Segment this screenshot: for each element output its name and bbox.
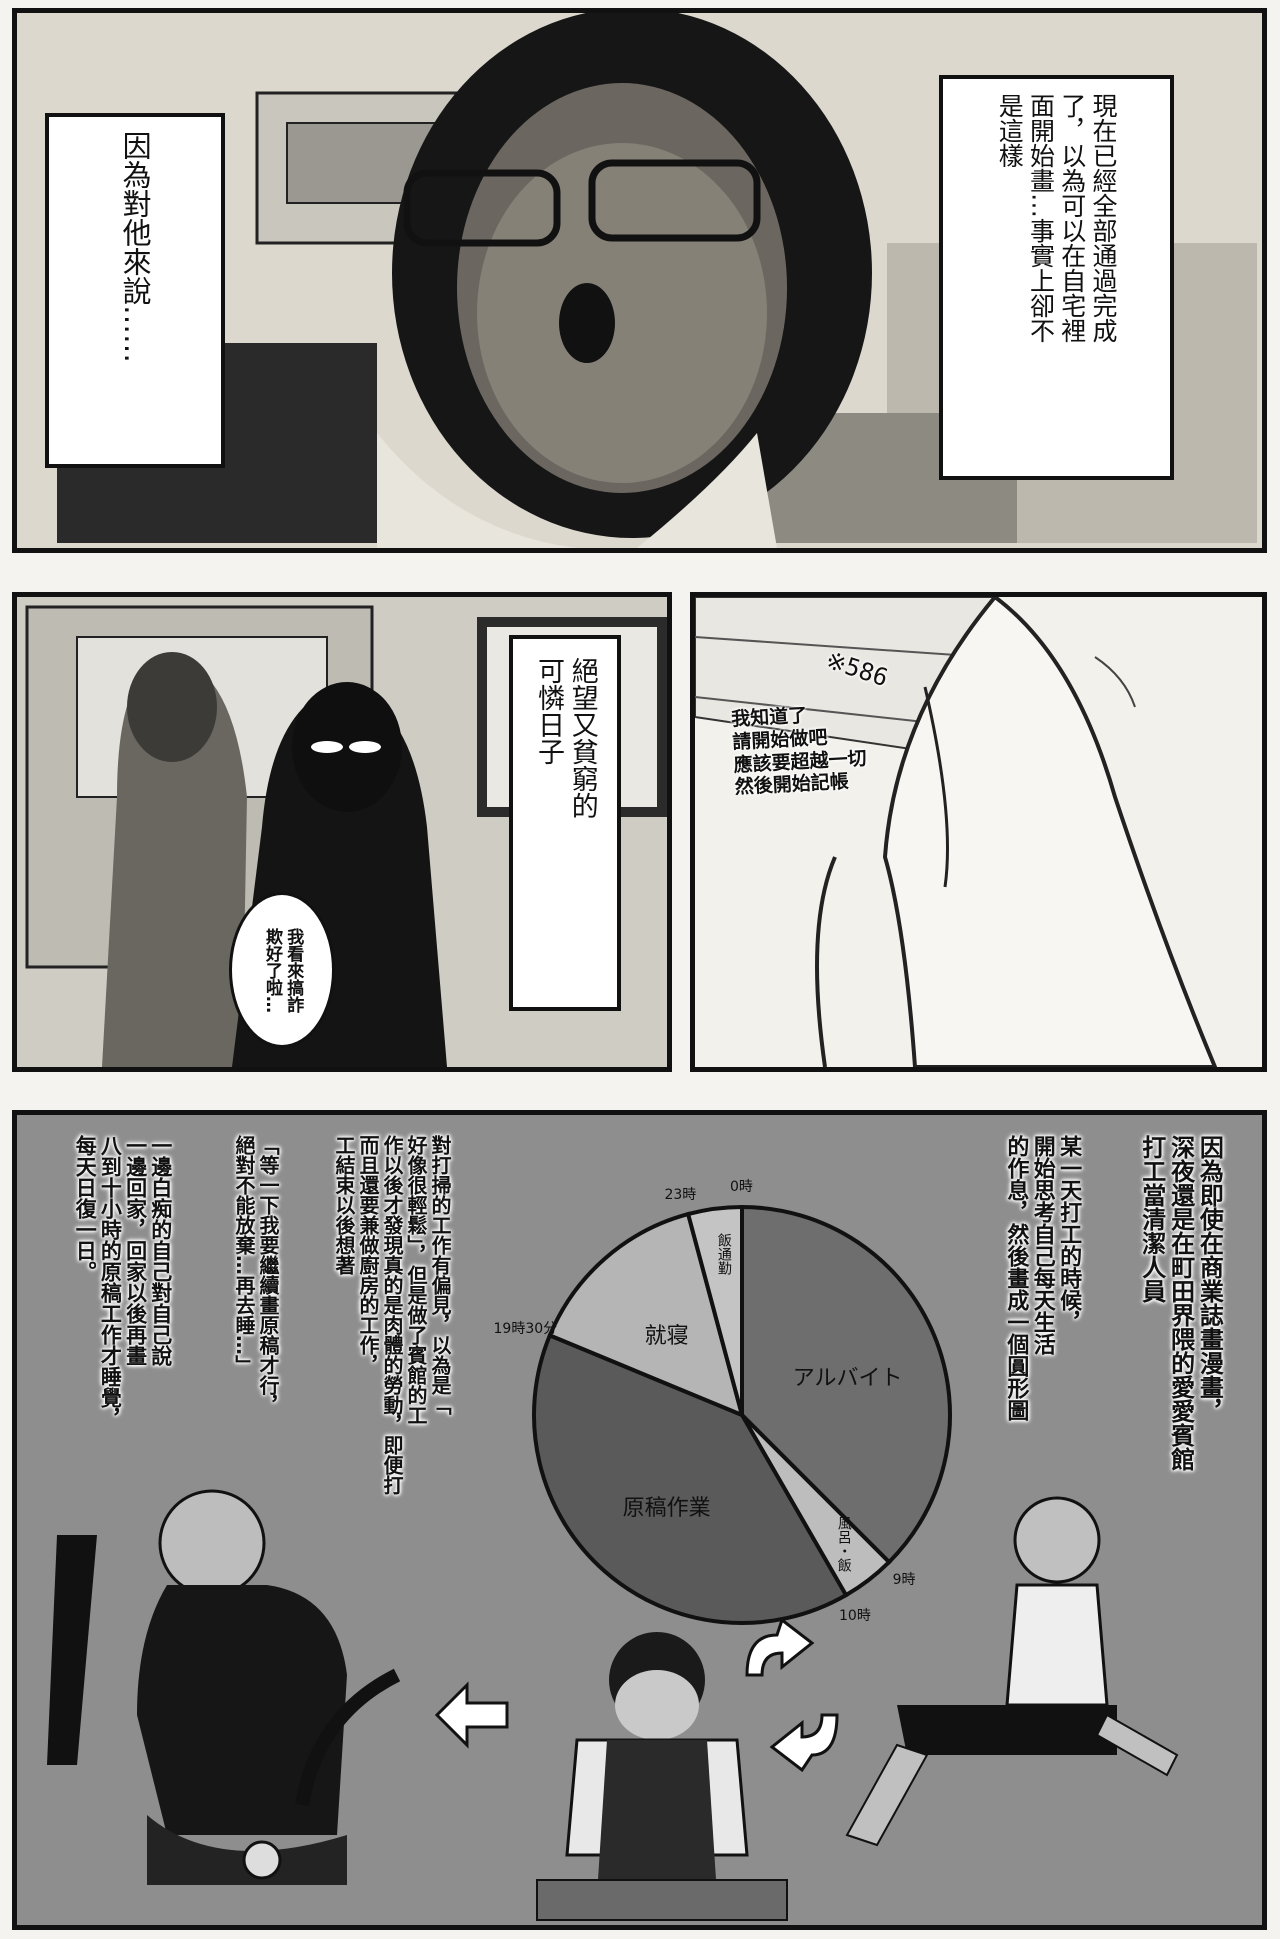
pie-slice-label: 風呂・飯 [835,1515,852,1572]
narration-text: 因為對他來說…… [118,131,153,363]
pie-slice [685,1204,744,1416]
panel-middle-right-artwork [695,597,1262,1067]
panel-middle-right: ※586 我知道了 請開始做吧 應該要超越一切 然後開始記帳 [690,592,1267,1072]
pie-chart [532,1204,952,1625]
speech-bubble: 我看來搞詐 欺好了啦… [229,892,335,1048]
pie-tick-label: 0時 [730,1179,753,1195]
speech-text: 我知道了 請開始做吧 應該要超越一切 然後開始記帳 [730,704,868,799]
narration-text-mid: 對打掃的工作有偏見，以為是「 好像很輕鬆」，但是做了賓館的工 作以後才發現真的是… [332,1135,452,1495]
pie-slice [532,1332,849,1625]
narration-text-left: 一邊白痴的自己對自己說 一邊回家，回家以後再畫 八到十小時的原稿工作才睡覺， 每… [73,1135,173,1429]
pie-tick-label: 19時30分 [493,1320,558,1337]
narration-box-right: 現在已經全部通過完成 了，以為可以在自宅裡 面開始畫…事實上卻不 是這樣 [939,75,1174,480]
narration-text: 絕望又貧窮的 可憐日子 [533,657,598,819]
panel-bottom: アルバイト 0時風呂・飯 9時 原稿作業 10時 就寝 19時30分 飯通勤 23時 因為即使在… [12,1110,1267,1930]
pie-tick-label: 10時 [839,1608,871,1625]
pie-tick-label: 23時 [664,1186,697,1203]
panel-middle-left: 絕望又貧窮的 可憐日子 我看來搞詐 欺好了啦… [12,592,672,1072]
pie-slice [547,1211,745,1419]
pie-tick-label: 9時 [892,1571,916,1588]
pie-slice-label: 就寝 [644,1323,689,1349]
pie-slice [740,1204,952,1565]
pie-slice-label: 飯通勤 [715,1233,732,1276]
panel-bottom-artwork [17,1115,1262,1925]
narration-box: 絕望又貧窮的 可憐日子 [509,635,621,1011]
pie-slice-label: アルバイト [792,1366,903,1392]
panel-top: 因為對他來說…… 現在已經全部通過完成 了，以為可以在自宅裡 面開始畫…事實上卻… [12,8,1267,553]
speech-text: 我看來搞詐 欺好了啦… [262,927,304,1013]
pie-slice-label: 原稿作業 [622,1496,711,1521]
narration-text-mid-right: 某一天打工的時候， 開始思考自己每天生活 的作息，然後畫成一個圓形圖 [1003,1135,1082,1421]
narration-text: 現在已經全部通過完成 了，以為可以在自宅裡 面開始畫…事實上卻不 是這樣 [995,93,1118,343]
narration-text-right: 因為即使在商業誌畫漫畫， 深夜還是在町田界隈的愛愛賓館 打工當清潔人員 [1137,1135,1224,1471]
narration-box-left: 因為對他來說…… [45,113,225,468]
narration-text-left-mid: 「等一下我要繼續畫原稿才行， 絕對不能放棄…再去睡…」 [232,1135,280,1415]
